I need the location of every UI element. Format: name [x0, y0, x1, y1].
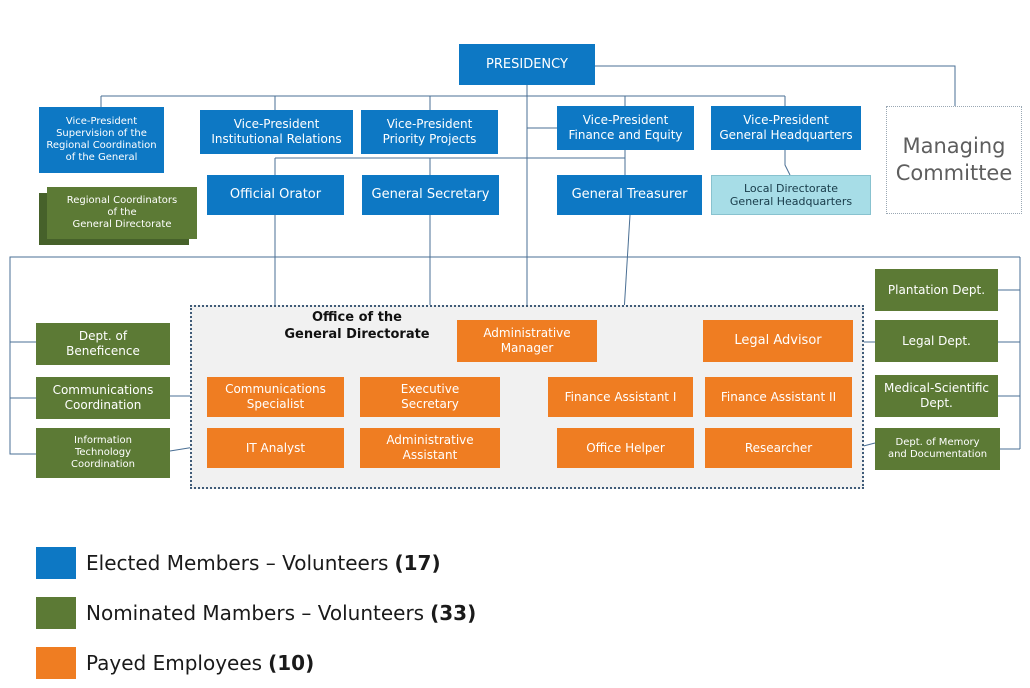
connector-presidency-managing	[595, 65, 956, 106]
legend-label-payed: Payed Employees	[86, 651, 263, 675]
connector-outer-loop	[9, 256, 527, 455]
legend-count-elected: (17)	[394, 551, 441, 575]
legend-swatch-payed	[36, 647, 76, 679]
presidency-box: PRESIDENCY	[459, 44, 595, 85]
legend-label-elected: Elected Members – Volunteers	[86, 551, 389, 575]
general-treasurer-box: General Treasurer	[557, 175, 702, 215]
legend-count-payed: (10)	[268, 651, 315, 675]
memory-documentation-dept-box: Dept. of Memory and Documentation	[875, 428, 1000, 470]
official-orator-box: Official Orator	[207, 175, 344, 215]
legend-swatch-nominated	[36, 597, 76, 629]
plantation-dept-box: Plantation Dept.	[875, 269, 998, 311]
legend-count-nominated: (33)	[430, 601, 477, 625]
general-secretary-box: General Secretary	[362, 175, 499, 215]
legend-elected: Elected Members – Volunteers (17)	[36, 547, 441, 579]
administrative-manager-box: Administrative Manager	[457, 320, 597, 362]
finance-assistant-2-box: Finance Assistant II	[705, 377, 852, 417]
legend-nominated: Nominated Mambers – Volunteers (33)	[36, 597, 476, 629]
regional-coordinators-box: Regional Coordinators of the General Dir…	[47, 187, 197, 239]
legend-label-nominated: Nominated Mambers – Volunteers	[86, 601, 425, 625]
researcher-box: Researcher	[705, 428, 852, 468]
it-coordination-box: Information Technology Coordination	[36, 428, 170, 478]
managing-committee-box: Managing Committee	[886, 106, 1022, 214]
medical-scientific-dept-box: Medical-Scientific Dept.	[875, 375, 998, 417]
connector-hq-local	[784, 150, 791, 176]
office-helper-box: Office Helper	[557, 428, 694, 468]
vp-headquarters-box: Vice-President General Headquarters	[711, 106, 861, 150]
office-title: Office of the General Directorate	[284, 310, 430, 342]
administrative-assistant-box: Administrative Assistant	[360, 428, 500, 468]
vp-finance-box: Vice-President Finance and Equity	[557, 106, 694, 150]
legal-advisor-box: Legal Advisor	[703, 320, 853, 362]
finance-assistant-1-box: Finance Assistant I	[548, 377, 693, 417]
vp-institutional-box: Vice-President Institutional Relations	[200, 110, 353, 154]
communications-specialist-box: Communications Specialist	[207, 377, 344, 417]
vp-supervision-box: Vice-President Supervision of the Region…	[39, 107, 164, 173]
communications-coordination-box: Communications Coordination	[36, 377, 170, 419]
legend-swatch-elected	[36, 547, 76, 579]
vp-priority-box: Vice-President Priority Projects	[361, 110, 498, 154]
executive-secretary-box: Executive Secretary	[360, 377, 500, 417]
it-analyst-box: IT Analyst	[207, 428, 344, 468]
local-directorate-box: Local Directorate General Headquarters	[711, 175, 871, 215]
dept-beneficence-box: Dept. of Beneficence	[36, 323, 170, 365]
legal-dept-box: Legal Dept.	[875, 320, 998, 362]
legend-payed: Payed Employees (10)	[36, 647, 314, 679]
